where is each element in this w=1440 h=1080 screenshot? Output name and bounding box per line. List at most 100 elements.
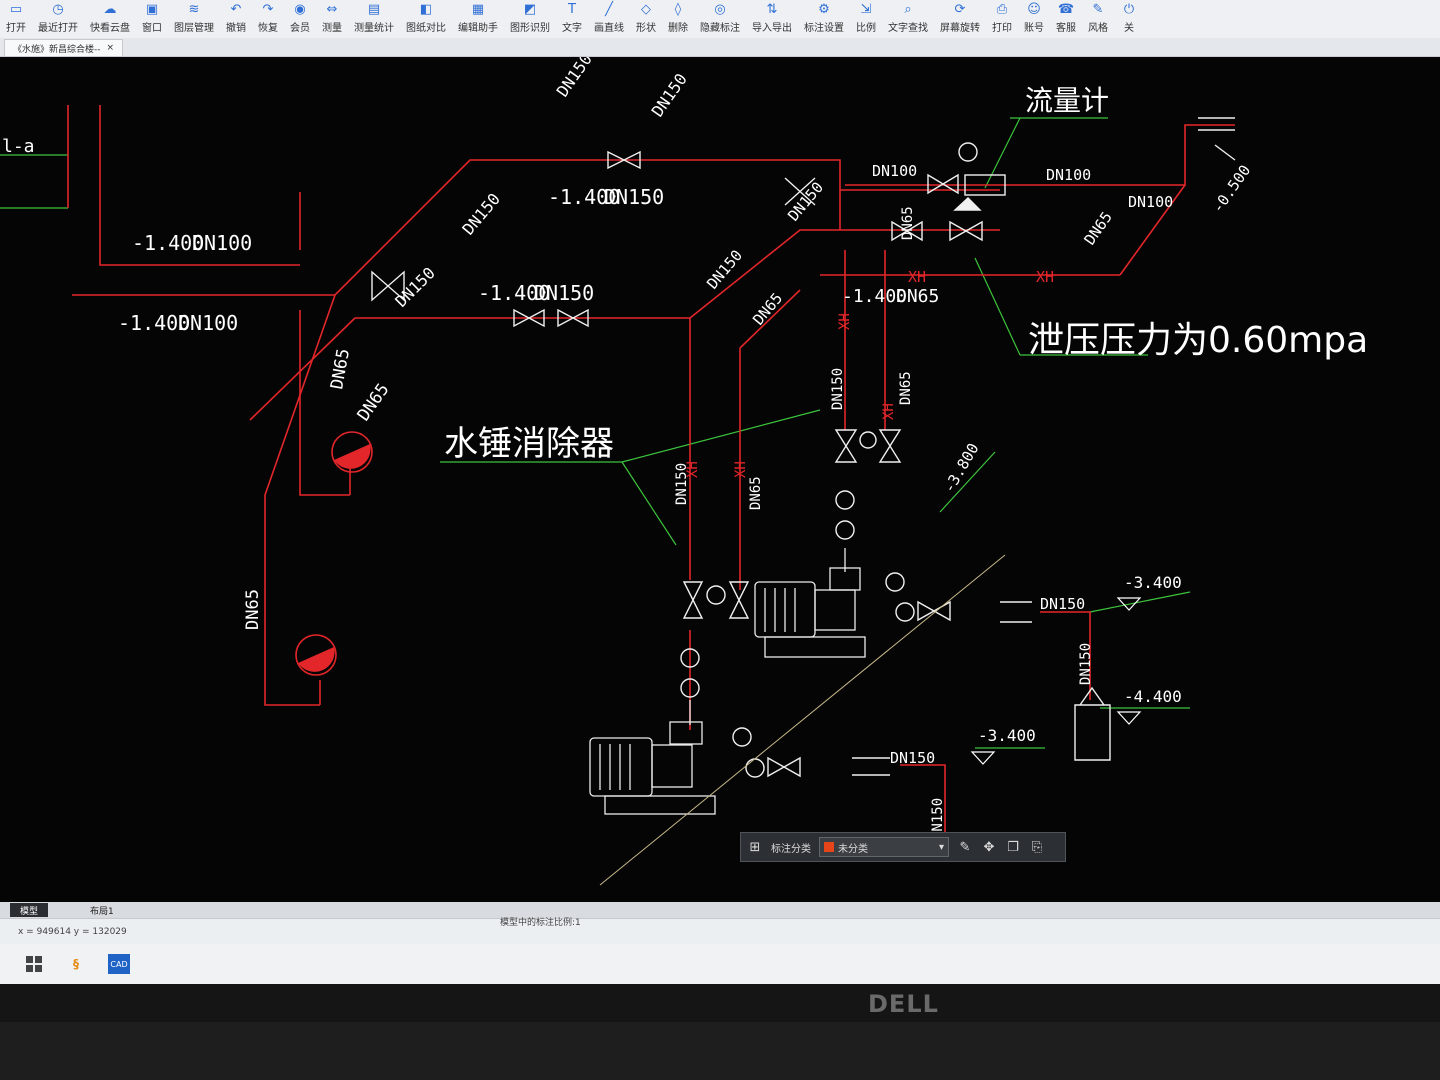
dn-label: DN65 — [327, 347, 354, 391]
paste-icon[interactable]: ⎘ — [1031, 839, 1043, 855]
toolbar-button-1[interactable]: ◷最近打开 — [32, 0, 84, 38]
water-hammer-label: 水锤消除器 — [444, 424, 614, 464]
grid-icon[interactable]: ⊞ — [749, 839, 761, 855]
toolbar-button-2[interactable]: ☁快看云盘 — [84, 0, 136, 38]
toolbar-button-label: 打开 — [6, 23, 26, 34]
toolbar-button-5[interactable]: ↶撤销 — [220, 0, 252, 38]
close-icon[interactable]: × — [106, 43, 115, 53]
text-icon: T — [568, 1, 576, 17]
app-icon[interactable]: § — [73, 957, 79, 971]
valves — [371, 117, 1236, 778]
document-tab[interactable]: 《水施》新昌综合楼-- × — [4, 39, 124, 56]
elev-label: -3.800 — [940, 440, 983, 496]
annotation-category-label: 标注分类 — [771, 843, 811, 855]
tab-model[interactable]: 模型 — [10, 903, 49, 917]
toolbar-button-0[interactable]: ▭ 打开 — [0, 0, 32, 38]
toolbar-button-label: 最近打开 — [38, 23, 78, 34]
toolbar-button-4[interactable]: ≋图层管理 — [168, 0, 220, 38]
scale-icon: ⇲ — [860, 1, 872, 17]
hydrant-symbols — [295, 431, 373, 676]
dn-label: DN150 — [604, 185, 664, 209]
dn-label: DN150 — [459, 189, 505, 238]
edit-icon[interactable]: ✎ — [959, 839, 971, 855]
dn-label: DN100 — [178, 311, 238, 335]
toolbar-button-label: 恢复 — [258, 23, 278, 34]
close-icon: ⏻ — [1123, 1, 1135, 17]
move-icon[interactable]: ✥ — [983, 839, 995, 855]
relief-pressure-label: 泄压压力为0.60mpa — [1028, 320, 1368, 361]
toolbar-button-10[interactable]: ◧图纸对比 — [400, 0, 452, 38]
toolbar-button-8[interactable]: ⇔测量 — [316, 0, 348, 38]
drawing-canvas[interactable]: 流量计 泄压压力为0.60mpa 水锤消除器 l-a -1.400 DN100 … — [0, 50, 1440, 902]
toolbar-button-18[interactable]: ⇅ 导入导出 — [746, 0, 798, 38]
cad-app-icon[interactable]: CAD — [108, 954, 130, 974]
elev-label: -1.400 — [132, 231, 204, 255]
toolbar-button-22[interactable]: ⟳屏幕旋转 — [934, 0, 986, 38]
toolbar-button-21[interactable]: ⌕文字查找 — [882, 0, 934, 38]
cad-drawing[interactable]: 流量计 泄压压力为0.60mpa 水锤消除器 l-a -1.400 DN100 … — [0, 50, 1440, 902]
annotation-settings-icon: ⚙ — [818, 1, 830, 17]
folder-icon: ▭ — [9, 1, 23, 17]
annotation-category-toolbar: ⊞ 标注分类 未分类 ▾ ✎ ✥ ❐ ⎘ — [740, 832, 1066, 862]
xh-label: XH — [881, 403, 897, 420]
coordinate-readout: x = 949614 y = 132029 — [18, 927, 127, 937]
toolbar-button-label: 形状 — [636, 23, 656, 34]
toolbar-button-14[interactable]: ╱画直线 — [588, 0, 630, 38]
document-tab-title: 《水施》新昌综合楼-- — [13, 44, 101, 55]
toolbar-button-11[interactable]: ▦编辑助手 — [452, 0, 504, 38]
toolbar-button-label: 标注设置 — [804, 23, 844, 34]
toolbar-button-24[interactable]: ☺账号 — [1018, 0, 1050, 38]
vip-icon: ◉ — [294, 1, 306, 17]
dn-label: DN65 — [898, 371, 914, 405]
dn-label: DN65 — [896, 286, 939, 307]
toolbar-button-15[interactable]: ◇形状 — [630, 0, 662, 38]
toolbar-button-label: 风格 — [1088, 23, 1108, 34]
cad-app-label: CAD — [110, 959, 128, 969]
xh-label: XH — [685, 461, 701, 478]
dn-label: DN65 — [748, 476, 764, 510]
toolbar-button-label: 屏幕旋转 — [940, 23, 980, 34]
toolbar-button-26[interactable]: ✎ 风格 — [1082, 0, 1114, 38]
dn-label: DN65 — [354, 380, 394, 425]
status-bar: x = 949614 y = 132029 模型中的标注比例:1 — [0, 918, 1440, 945]
hammer-leader-diag — [621, 461, 677, 546]
style-icon: ✎ — [1092, 1, 1104, 17]
toolbar-button-3[interactable]: ▣窗口 — [136, 0, 168, 38]
toolbar-button-7[interactable]: ◉会员 — [284, 0, 316, 38]
toolbar-button-23[interactable]: ⎙打印 — [986, 0, 1018, 38]
toolbar-button-9[interactable]: ▤ 测量统计 — [348, 0, 400, 38]
layout-tabs: 模型 布局1 — [0, 902, 1440, 918]
import-export-icon: ⇅ — [766, 1, 778, 17]
dn-label: DN150 — [1040, 595, 1085, 613]
toolbar-button-6[interactable]: ↷恢复 — [252, 0, 284, 38]
toolbar-button-25[interactable]: ☎客服 — [1050, 0, 1082, 38]
dn-label: DN150 — [703, 246, 746, 292]
toolbar-button-label: 测量统计 — [354, 23, 394, 34]
dn-label: DN150 — [648, 70, 691, 120]
annotation-category-select[interactable]: 未分类 ▾ — [819, 837, 949, 857]
dn-label: DN150 — [553, 57, 596, 100]
toolbar-button-label: 撤销 — [226, 23, 246, 34]
toolbar-button-17[interactable]: ◎隐藏标注 — [694, 0, 746, 38]
axis-line — [599, 554, 1006, 886]
toolbar-button-label: 账号 — [1024, 23, 1044, 34]
tab-layout1[interactable]: 布局1 — [90, 906, 114, 917]
dn-label: DN150 — [930, 798, 946, 840]
copy-icon[interactable]: ❐ — [1007, 839, 1019, 855]
toolbar-button-label: 图层管理 — [174, 23, 214, 34]
leader-lines — [0, 117, 1191, 749]
measure-stats-icon: ▤ — [367, 1, 381, 17]
category-selected: 未分类 — [838, 843, 868, 855]
toolbar-button-label: 导入导出 — [752, 23, 792, 34]
toolbar-button-19[interactable]: ⚙ 标注设置 — [798, 0, 850, 38]
toolbar-button-12[interactable]: ◩图形识别 — [504, 0, 556, 38]
elevation-markers — [970, 597, 1142, 765]
toolbar-button-27[interactable]: ⏻关 — [1114, 0, 1144, 38]
windows-start-icon[interactable] — [24, 954, 44, 974]
toolbar-button-label: 打印 — [992, 23, 1012, 34]
toolbar-button-20[interactable]: ⇲比例 — [850, 0, 882, 38]
eraser-icon: ◊ — [674, 1, 682, 17]
toolbar-button-16[interactable]: ◊删除 — [662, 0, 694, 38]
elev-label: -0.500 — [1209, 162, 1255, 217]
